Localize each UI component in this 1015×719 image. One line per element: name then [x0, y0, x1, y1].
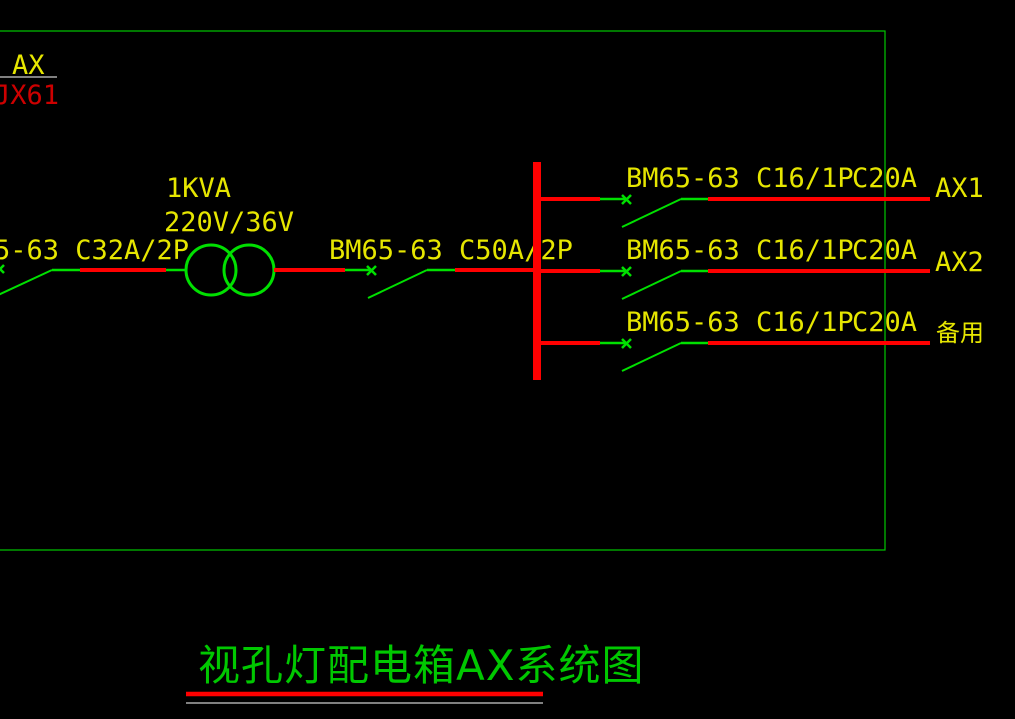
transformer-voltage: 220V/36V [164, 207, 294, 238]
transformer-secondary-coil-icon [222, 243, 276, 297]
branch-1-circuit-label: AX1 [935, 173, 984, 204]
box-code: JX61 [0, 80, 59, 111]
branch-2-circuit-label: AX2 [935, 247, 984, 278]
distribution-box-frame [0, 30, 886, 551]
branch-2-breaker-label: BM65-63 C16/1P [626, 235, 854, 266]
box-label: AX [12, 50, 45, 81]
diagram-title: 视孔灯配电箱AX系统图 [198, 641, 645, 690]
branch-1-breaker-label: BM65-63 C16/1P [626, 163, 854, 194]
branch-2-terminal-icon [621, 266, 632, 277]
main-breaker-terminal-icon [366, 265, 377, 276]
transformer-primary-coil-icon [184, 243, 238, 297]
transformer-rating: 1KVA [166, 173, 231, 204]
main-breaker-label: BM65-63 C50A/2P [329, 235, 573, 266]
incoming-breaker-terminal-icon [0, 264, 5, 274]
branch-3-circuit-label: 备用 [936, 319, 984, 347]
incoming-breaker-contact [0, 269, 53, 296]
incoming-breaker-label: 5-63 C32A/2P [0, 235, 189, 266]
branch-2-breaker-contact [621, 270, 682, 300]
branch-3-breaker-label: BM65-63 C16/1P [626, 307, 854, 338]
branch-1-breaker-contact [621, 198, 682, 228]
branch-3-current-label: C20A [852, 307, 917, 338]
branch-1-terminal-icon [621, 194, 632, 205]
branch-3-breaker-contact [621, 342, 682, 372]
branch-2-current-label: C20A [852, 235, 917, 266]
branch-1-current-label: C20A [852, 163, 917, 194]
main-breaker-contact [367, 269, 428, 299]
branch-3-terminal-icon [621, 338, 632, 349]
